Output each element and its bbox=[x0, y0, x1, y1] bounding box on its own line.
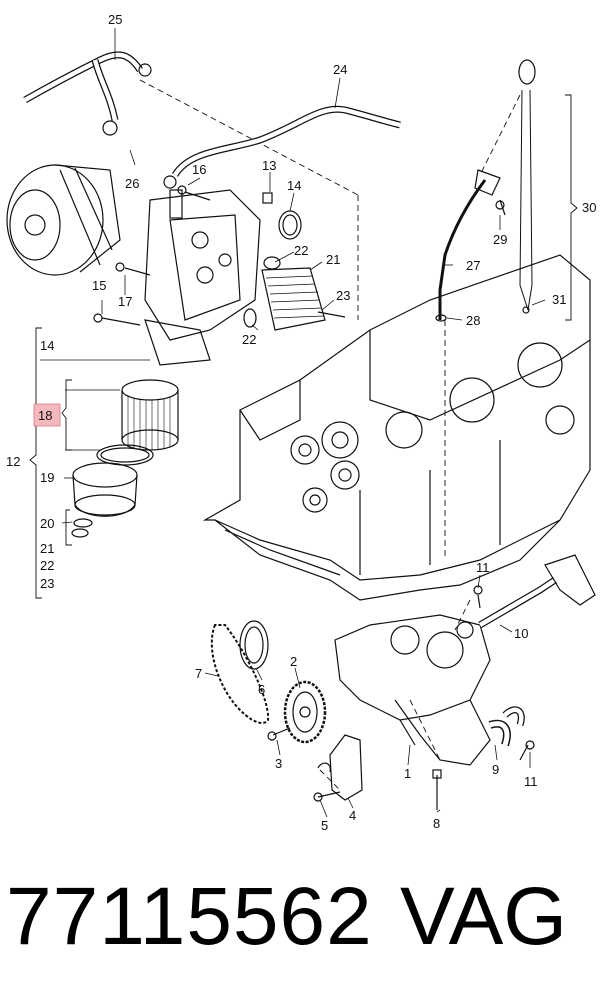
callout-26: 26 bbox=[125, 176, 139, 191]
callout-4: 4 bbox=[349, 808, 356, 823]
callout-31: 31 bbox=[552, 292, 566, 307]
callout-2: 2 bbox=[290, 654, 297, 669]
oil-filter-element bbox=[121, 379, 179, 451]
callout-15: 15 bbox=[92, 278, 106, 293]
callout-19: 19 bbox=[40, 470, 54, 485]
exploded-parts-diagram: 25 24 26 16 13 14 22 21 23 22 15 17 14 1… bbox=[6, 12, 596, 833]
callout-14-list: 14 bbox=[40, 338, 54, 353]
oil-cooler bbox=[261, 267, 326, 331]
callout-10: 10 bbox=[514, 626, 528, 641]
callout-23-list: 23 bbox=[40, 576, 54, 591]
dipstick-tube bbox=[438, 169, 501, 320]
alternator bbox=[6, 164, 121, 276]
chain-tensioner bbox=[317, 734, 363, 801]
callout-18-highlight bbox=[33, 403, 61, 427]
callout-6: 6 bbox=[258, 682, 265, 697]
callout-7: 7 bbox=[195, 666, 202, 681]
callout-20: 20 bbox=[40, 516, 54, 531]
callout-1: 1 bbox=[404, 766, 411, 781]
callout-18: 18 bbox=[38, 408, 52, 423]
oil-pickup-pipe bbox=[478, 554, 596, 629]
dipstick bbox=[435, 59, 536, 322]
engine-block bbox=[202, 254, 591, 601]
callout-29: 29 bbox=[493, 232, 507, 247]
bracket-12 bbox=[29, 327, 42, 599]
callout-21-list: 21 bbox=[40, 541, 54, 556]
filter-cap bbox=[72, 462, 138, 517]
leader-lines bbox=[40, 28, 546, 818]
callout-8: 8 bbox=[433, 816, 440, 831]
callout-22-lower: 22 bbox=[242, 332, 256, 347]
callout-27: 27 bbox=[466, 258, 480, 273]
callout-16: 16 bbox=[192, 162, 206, 177]
callout-11-upper: 11 bbox=[476, 560, 490, 575]
callout-11-lower: 11 bbox=[524, 774, 538, 789]
sprocket-6 bbox=[239, 620, 269, 670]
callout-23: 23 bbox=[336, 288, 350, 303]
drain-plug bbox=[71, 518, 93, 538]
callout-17: 17 bbox=[118, 294, 132, 309]
oil-pump bbox=[334, 614, 491, 766]
callout-numbers: 25 24 26 16 13 14 22 21 23 22 15 17 14 1… bbox=[6, 12, 596, 833]
coolant-hose-24 bbox=[163, 105, 401, 189]
oil-filter-housing bbox=[144, 189, 261, 366]
callout-14: 14 bbox=[287, 178, 301, 193]
dashed-guide-lines bbox=[139, 79, 521, 791]
bracket-20-23 bbox=[65, 509, 72, 546]
callout-12: 12 bbox=[6, 454, 20, 469]
part-number: 77115562 bbox=[6, 871, 373, 962]
callout-25: 25 bbox=[108, 12, 122, 27]
sprocket-2 bbox=[283, 680, 327, 744]
callout-22-list: 22 bbox=[40, 558, 54, 573]
callout-30: 30 bbox=[582, 200, 596, 215]
bracket-30 bbox=[565, 94, 578, 321]
callout-21: 21 bbox=[326, 252, 340, 267]
coolant-hose-25 bbox=[23, 51, 152, 136]
brand-name: VAG bbox=[400, 871, 568, 962]
o-rings bbox=[96, 210, 302, 466]
callout-9: 9 bbox=[492, 762, 499, 777]
bracket-18 bbox=[61, 379, 72, 451]
callout-3: 3 bbox=[275, 756, 282, 771]
callout-5: 5 bbox=[321, 818, 328, 833]
callout-13: 13 bbox=[262, 158, 276, 173]
pipe-elbow bbox=[488, 706, 525, 747]
callout-28: 28 bbox=[466, 313, 480, 328]
drive-chain bbox=[210, 624, 270, 724]
callout-24: 24 bbox=[333, 62, 347, 77]
bolts bbox=[93, 185, 535, 810]
callout-22: 22 bbox=[294, 243, 308, 258]
